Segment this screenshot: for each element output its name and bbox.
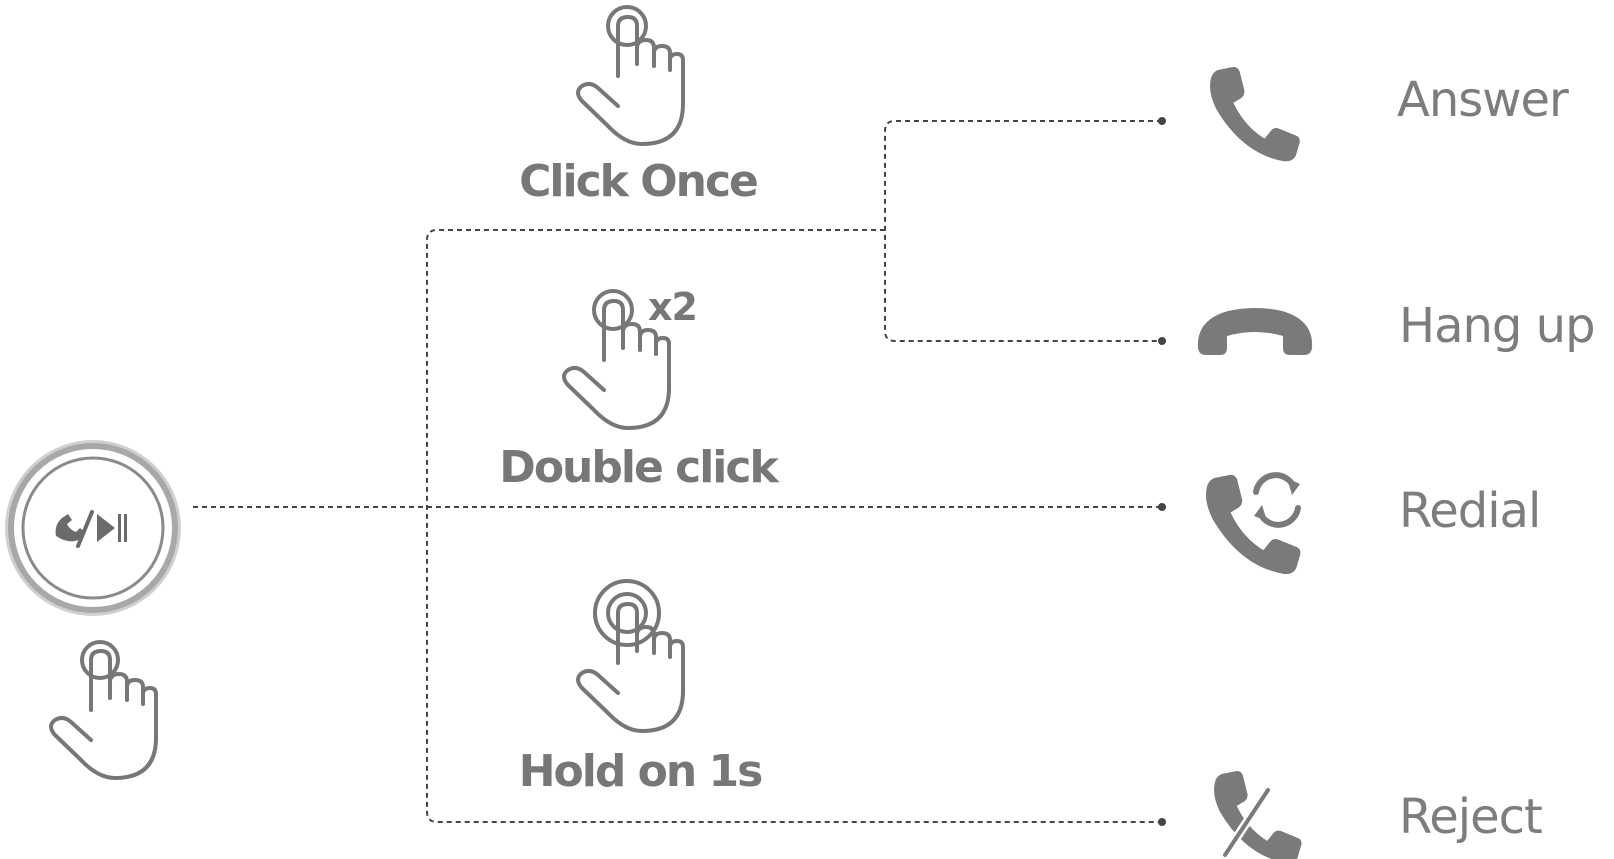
gesture-label-hold: Hold on 1s [519,746,762,797]
gesture-label-double-click: Double click [499,442,780,493]
connector-dot-redial [1158,503,1166,511]
double-click-badge: x2 [648,285,697,329]
pointing-hand-icon-hold [576,579,685,733]
action-label-reject: Reject [1399,789,1542,845]
pointing-hand-icon-click-once [576,5,685,146]
action-label-hang-up: Hang up [1399,298,1595,354]
action-label-redial: Redial [1399,483,1540,539]
call-play-pause-button-icon [5,440,181,616]
connector-dot-reject [1158,818,1166,826]
redial-icon [1206,472,1301,575]
phone-handset-icon [1210,66,1300,162]
pointing-hand-icon-double-click [562,289,671,430]
pointing-hand-icon-button [49,640,158,780]
left-bracket-connector [426,229,1162,823]
gesture-label-click-once: Click Once [519,156,757,207]
call-play-pause-symbol-icon [55,510,127,548]
hang-up-icon [1197,308,1313,355]
connector-dot-answer [1158,117,1166,125]
right-bracket-connector [884,120,1162,342]
connector-lines [193,117,1166,826]
reject-call-icon [1214,770,1302,859]
connector-dot-hang-up [1158,337,1166,345]
action-label-answer: Answer [1397,72,1569,128]
